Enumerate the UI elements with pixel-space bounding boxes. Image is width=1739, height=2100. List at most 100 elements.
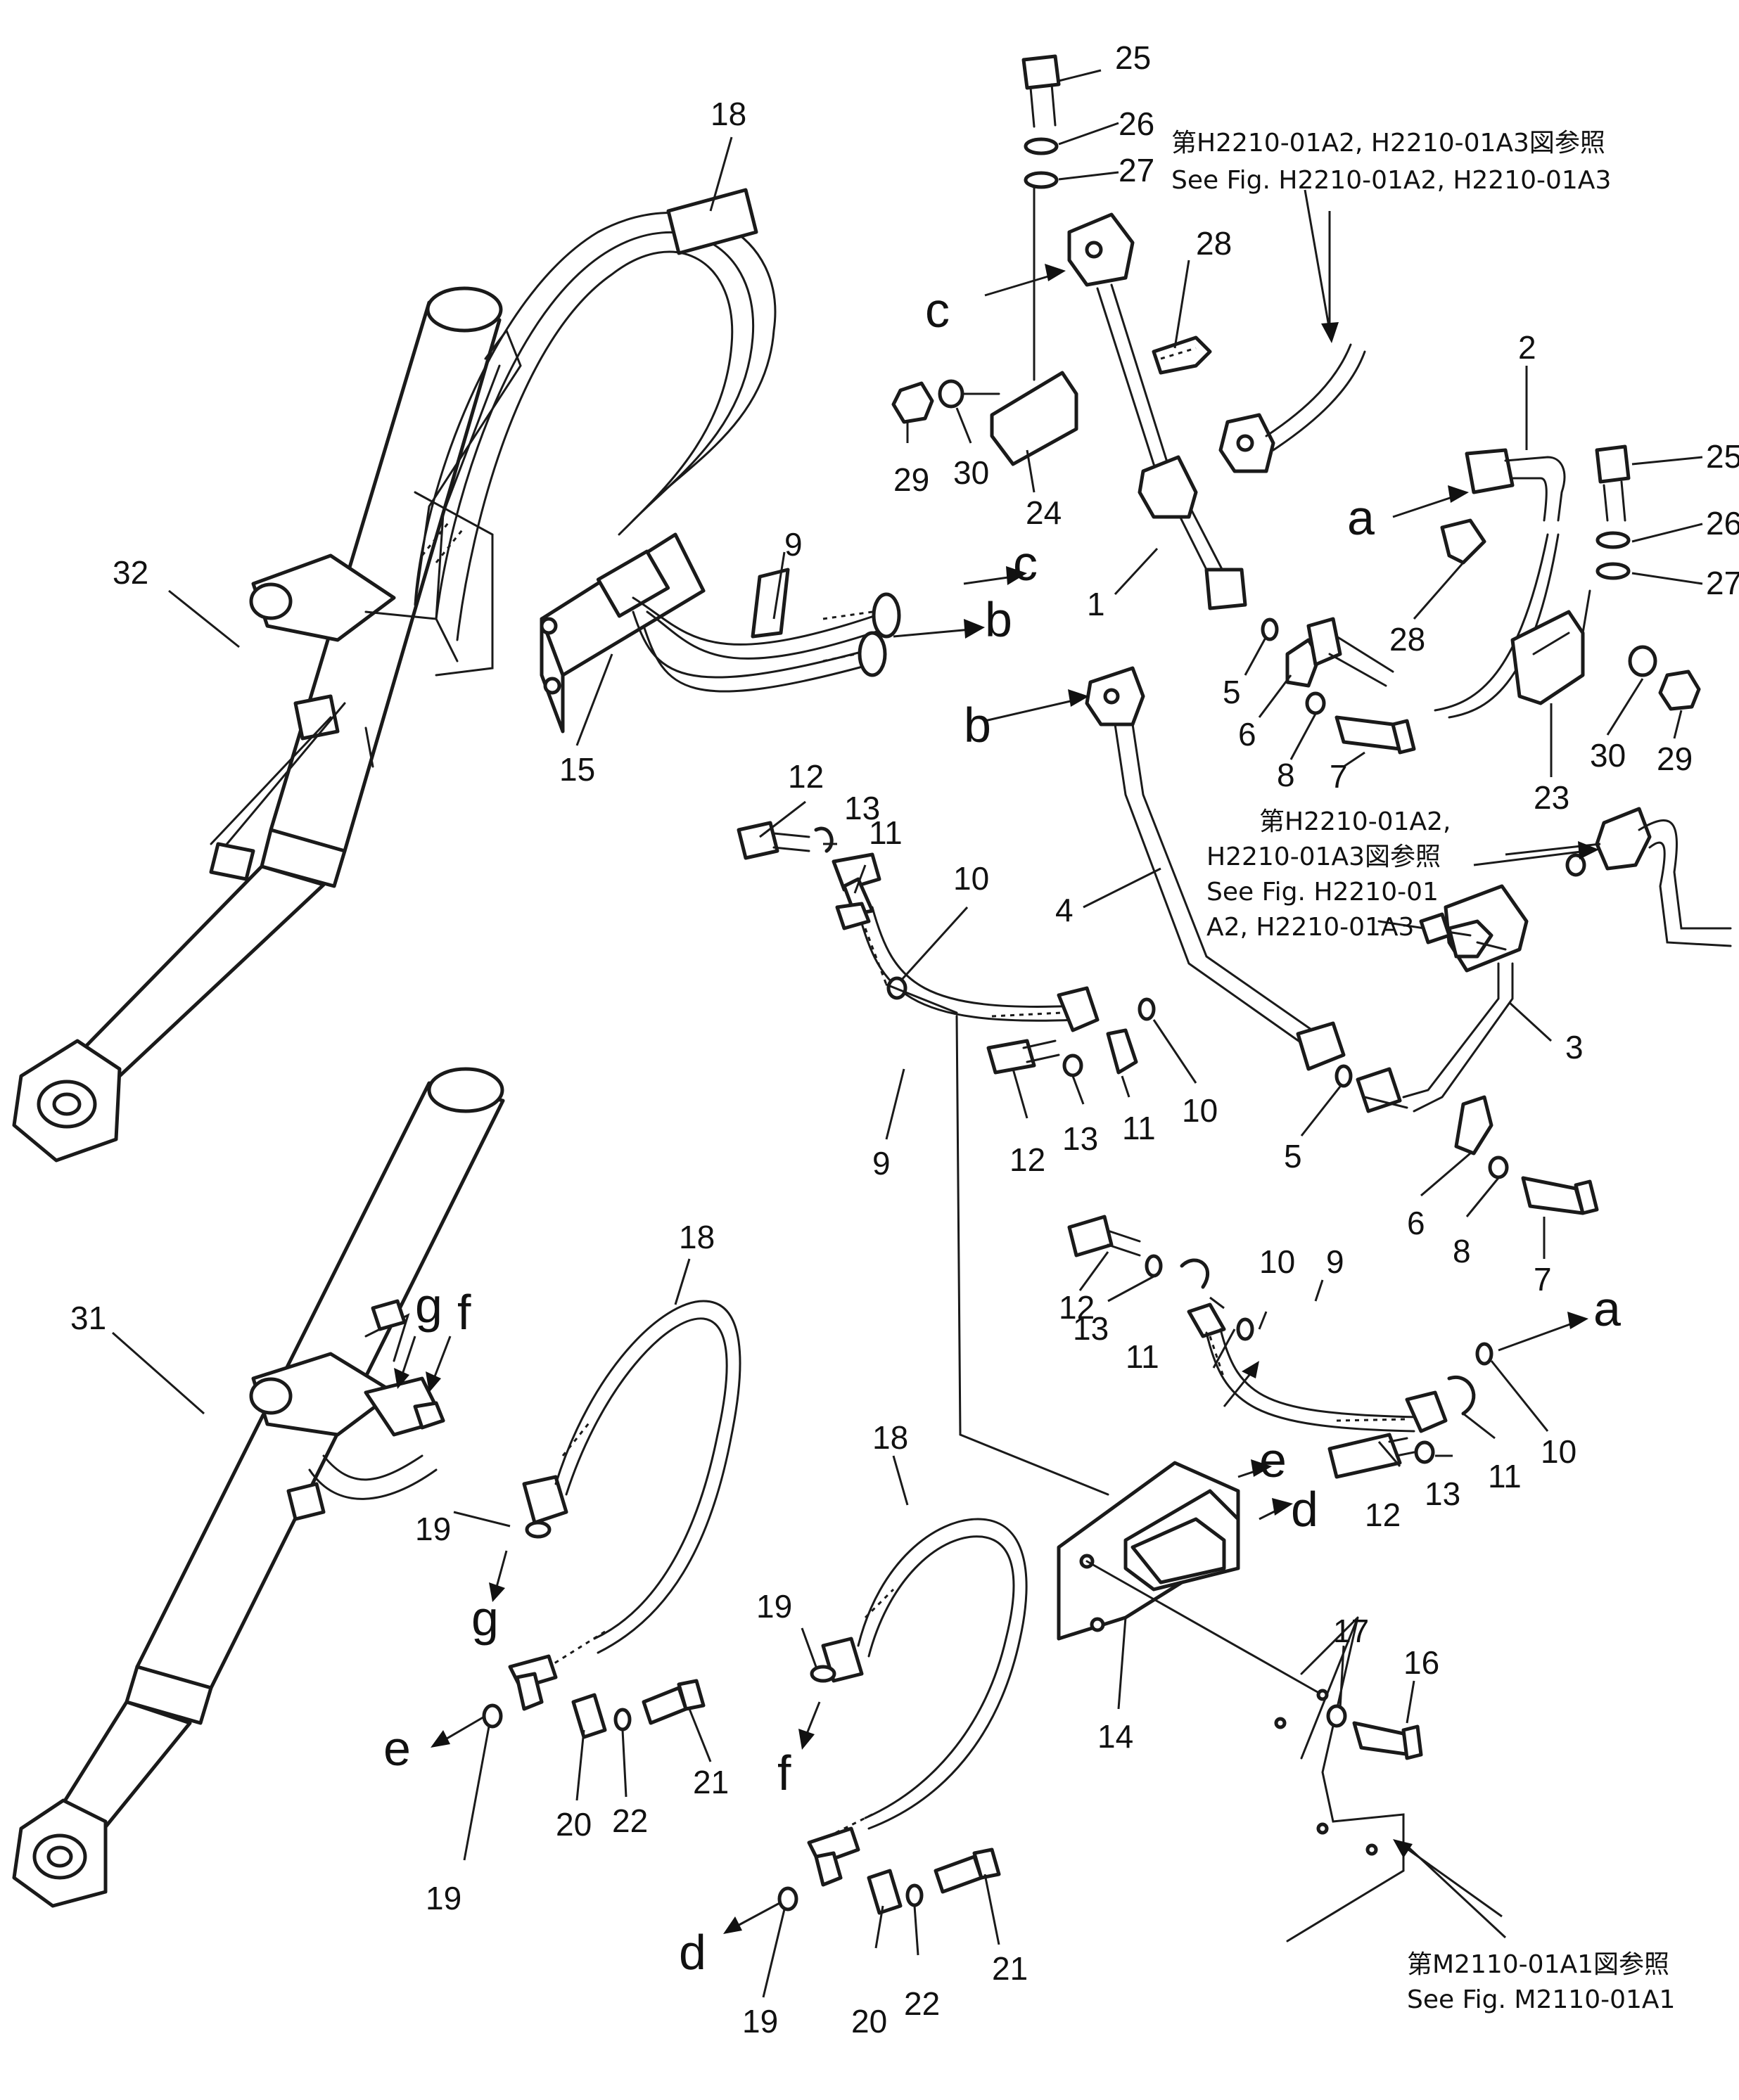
ref-note-bottom-en: See Fig. M2110-01A1 <box>1407 1985 1675 2014</box>
pipe-4 <box>1085 666 1346 1071</box>
flange-set-lower <box>1334 1064 1599 1215</box>
callout-7: 7 <box>1534 1261 1552 1298</box>
letter-f: f <box>777 1746 791 1800</box>
callout-10: 10 <box>1182 1092 1218 1129</box>
connection-letters: c c b b a a g f g e e d f d <box>383 283 1621 1980</box>
ref-note-mid-jp-1: 第H2210-01A2, <box>1259 807 1451 836</box>
letter-d: d <box>1291 1482 1318 1537</box>
callout-13: 13 <box>1425 1475 1460 1512</box>
cylinder-32 <box>12 286 522 1163</box>
ref-pipe-right <box>1565 807 1732 947</box>
callout-27: 27 <box>1706 565 1739 601</box>
letter-f: f <box>457 1285 471 1340</box>
callout-22: 22 <box>904 1985 940 2022</box>
elbow-28-top <box>1152 335 1212 375</box>
callout-14: 14 <box>1097 1718 1133 1755</box>
callout-28: 28 <box>1389 621 1425 658</box>
ref-note-mid-en-1: See Fig. H2210-01 <box>1206 878 1439 907</box>
flange-set-upper <box>1261 617 1416 755</box>
callout-28: 28 <box>1196 225 1232 262</box>
block-14 <box>1057 1461 1324 1696</box>
callout-5: 5 <box>1223 674 1241 710</box>
hose-18-left <box>482 1300 741 1739</box>
callout-2: 2 <box>1518 329 1536 366</box>
letter-a: a <box>1593 1281 1621 1336</box>
callout-10: 10 <box>953 860 989 897</box>
callout-1: 1 <box>1087 586 1105 622</box>
ref-note-top-en: See Fig. H2210-01A2, H2210-01A3 <box>1171 166 1611 195</box>
callout-3: 3 <box>1565 1029 1584 1065</box>
callout-24: 24 <box>1026 494 1062 531</box>
mounting-plate <box>1274 1616 1423 1942</box>
letter-a: a <box>1347 490 1375 545</box>
callout-22: 22 <box>612 1803 648 1839</box>
callout-11: 11 <box>1122 1110 1156 1146</box>
pipe-2 <box>1434 448 1566 719</box>
callout-13: 13 <box>1062 1120 1098 1157</box>
callout-8: 8 <box>1453 1233 1471 1269</box>
ref-note-mid-en-2: A2, H2210-01A3 <box>1206 913 1414 942</box>
ref-note-mid-jp-2: H2210-01A3図参照 <box>1206 843 1441 871</box>
callout-9: 9 <box>1326 1243 1344 1280</box>
callout-11: 11 <box>869 814 903 851</box>
callout-18: 18 <box>872 1419 908 1456</box>
callout-32: 32 <box>113 554 148 591</box>
callout-29: 29 <box>893 461 929 498</box>
callout-6: 6 <box>1238 716 1256 753</box>
callout-23: 23 <box>1534 779 1569 816</box>
callout-6: 6 <box>1407 1205 1425 1241</box>
leader-lines <box>112 69 1703 1998</box>
callout-29: 29 <box>1657 741 1693 777</box>
callout-13: 13 <box>844 790 880 826</box>
callout-10: 10 <box>1259 1243 1295 1280</box>
nut-29-30-left <box>891 379 964 424</box>
callout-5: 5 <box>1284 1138 1302 1174</box>
callout-25: 25 <box>1706 438 1739 475</box>
plate-15 <box>540 532 706 734</box>
callout-21: 21 <box>693 1764 729 1800</box>
callout-25: 25 <box>1115 39 1151 76</box>
callout-12: 12 <box>1059 1289 1095 1326</box>
callout-12: 12 <box>1365 1497 1401 1533</box>
callout-12: 12 <box>1009 1141 1045 1178</box>
ref-note-top-jp: 第H2210-01A2, H2210-01A3図参照 <box>1171 129 1605 158</box>
callout-labels: 25 26 27 18 28 29 30 24 9 1 2 25 26 27 2… <box>70 39 1739 2040</box>
callout-20: 20 <box>851 2003 887 2040</box>
hose-18-upper <box>414 188 777 641</box>
callout-11: 11 <box>1488 1458 1522 1494</box>
callout-19: 19 <box>426 1880 461 1916</box>
callout-12: 12 <box>788 758 824 795</box>
letter-d: d <box>679 1925 706 1980</box>
letter-b: b <box>964 698 991 753</box>
pipe-3 <box>1356 884 1529 1113</box>
letter-e: e <box>1259 1433 1287 1487</box>
callout-7: 7 <box>1330 758 1348 795</box>
callout-15: 15 <box>559 751 595 788</box>
hose-18-right <box>777 1518 1028 1915</box>
callout-31: 31 <box>70 1300 106 1336</box>
callout-11: 11 <box>1126 1338 1159 1375</box>
callout-26: 26 <box>1706 505 1739 542</box>
hose-9-middle <box>737 821 1156 1077</box>
ref-note-bottom-jp: 第M2110-01A1図参照 <box>1407 1950 1669 1979</box>
letter-b: b <box>985 592 1012 647</box>
leader-lines-center <box>885 983 1109 1496</box>
callout-9: 9 <box>784 526 803 563</box>
callout-19: 19 <box>742 2003 778 2040</box>
bracket-24 <box>948 181 1078 466</box>
pipe-1 <box>1067 212 1247 610</box>
callout-16: 16 <box>1403 1644 1439 1681</box>
callout-13: 13 <box>1073 1310 1109 1347</box>
bolt-25-top <box>1021 54 1061 189</box>
callout-18: 18 <box>711 96 746 132</box>
reference-notes: 第H2210-01A2, H2210-01A3図参照 See Fig. H221… <box>1171 129 1675 2014</box>
callout-26: 26 <box>1119 105 1154 142</box>
connection-arrows <box>394 189 1599 1934</box>
callout-20: 20 <box>556 1806 592 1843</box>
letter-g: g <box>415 1278 442 1333</box>
callout-30: 30 <box>1590 737 1626 774</box>
hoses-9-to-c-b <box>632 568 901 693</box>
callout-17: 17 <box>1333 1613 1369 1649</box>
letter-e: e <box>383 1721 411 1776</box>
